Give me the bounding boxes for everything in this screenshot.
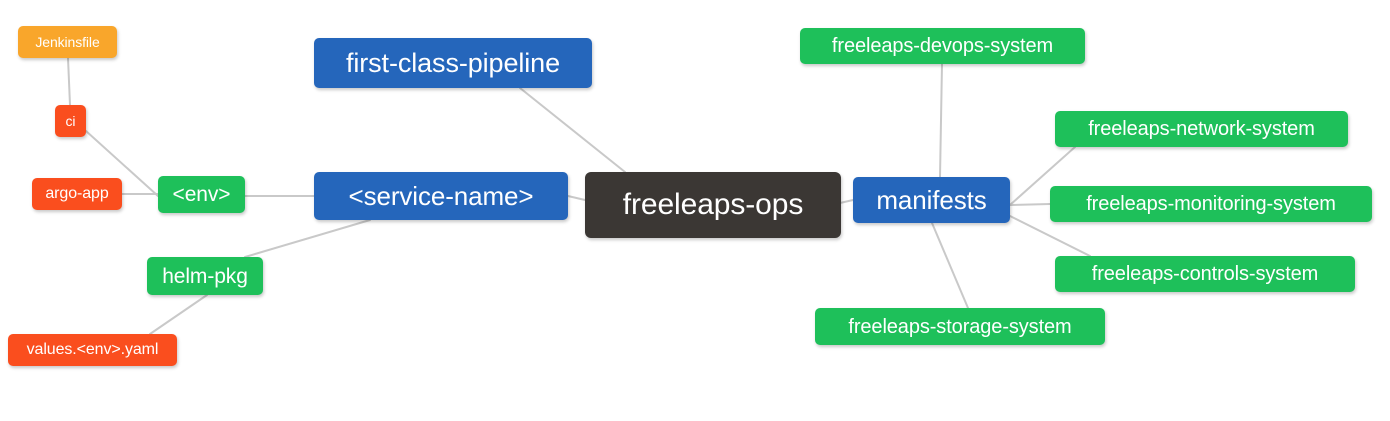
mindmap-edge-manifests-to-freeleaps-devops-system (939, 63, 943, 178)
mindmap-edge-values-env-yaml-to-helm-pkg (149, 294, 208, 335)
mindmap-node-label-freeleaps-network-system: freeleaps-network-system (1088, 118, 1315, 140)
mindmap-node-freeleaps-network-system[interactable]: freeleaps-network-system (1055, 111, 1348, 147)
mindmap-node-freeleaps-ops[interactable]: freeleaps-ops (585, 172, 841, 238)
mindmap-node-first-class-pipeline[interactable]: first-class-pipeline (314, 38, 592, 88)
mindmap-edge-first-class-pipeline-to-freeleaps-ops (519, 87, 626, 173)
mindmap-node-label-freeleaps-ops: freeleaps-ops (622, 188, 804, 221)
mindmap-node-label-first-class-pipeline: first-class-pipeline (345, 47, 561, 78)
mindmap-edge-manifests-to-freeleaps-storage-system (931, 222, 969, 309)
mindmap-node-env[interactable]: <env> (158, 176, 245, 213)
mindmap-node-label-freeleaps-controls-system: freeleaps-controls-system (1091, 263, 1319, 285)
mindmap-node-label-manifests: manifests (876, 185, 987, 215)
mindmap-node-service-name[interactable]: <service-name> (314, 172, 568, 220)
mindmap-node-label-freeleaps-devops-system: freeleaps-devops-system (831, 35, 1054, 57)
mindmap-node-freeleaps-storage-system[interactable]: freeleaps-storage-system (815, 308, 1105, 345)
mindmap-node-label-freeleaps-monitoring-system: freeleaps-monitoring-system (1086, 193, 1336, 215)
mindmap-node-values-env-yaml[interactable]: values.<env>.yaml (8, 334, 177, 366)
mindmap-node-label-service-name: <service-name> (348, 181, 534, 211)
mindmap-node-label-argo-app: argo-app (45, 185, 109, 202)
mindmap-edge-jenkinsfile-to-ci (67, 57, 71, 106)
mindmap-node-argo-app[interactable]: argo-app (32, 178, 122, 210)
mindmap-node-label-ci: ci (65, 113, 76, 129)
mindmap-node-label-jenkinsfile: Jenkinsfile (35, 34, 100, 50)
mindmap-node-jenkinsfile[interactable]: Jenkinsfile (18, 26, 117, 58)
mindmap-node-label-helm-pkg: helm-pkg (162, 264, 248, 288)
mindmap-edge-manifests-to-freeleaps-monitoring-system (1009, 203, 1051, 206)
mindmap-node-manifests[interactable]: manifests (853, 177, 1010, 223)
mindmap-node-label-env: <env> (172, 183, 231, 206)
mindmap-node-label-values-env-yaml: values.<env>.yaml (26, 341, 159, 358)
mindmap-node-freeleaps-controls-system[interactable]: freeleaps-controls-system (1055, 256, 1355, 292)
mindmap-node-helm-pkg[interactable]: helm-pkg (147, 257, 263, 295)
mindmap-node-freeleaps-monitoring-system[interactable]: freeleaps-monitoring-system (1050, 186, 1372, 222)
mindmap-edge-manifests-to-freeleaps-controls-system (1009, 215, 1091, 257)
mindmap-node-freeleaps-devops-system[interactable]: freeleaps-devops-system (800, 28, 1085, 64)
mindmap-node-ci[interactable]: ci (55, 105, 86, 137)
mindmap-edge-freeleaps-ops-to-manifests (839, 199, 854, 204)
mindmap-edge-helm-pkg-to-service-name (244, 219, 371, 258)
mindmap-edge-service-name-to-freeleaps-ops (567, 195, 586, 201)
mindmap-node-label-freeleaps-storage-system: freeleaps-storage-system (848, 315, 1072, 338)
